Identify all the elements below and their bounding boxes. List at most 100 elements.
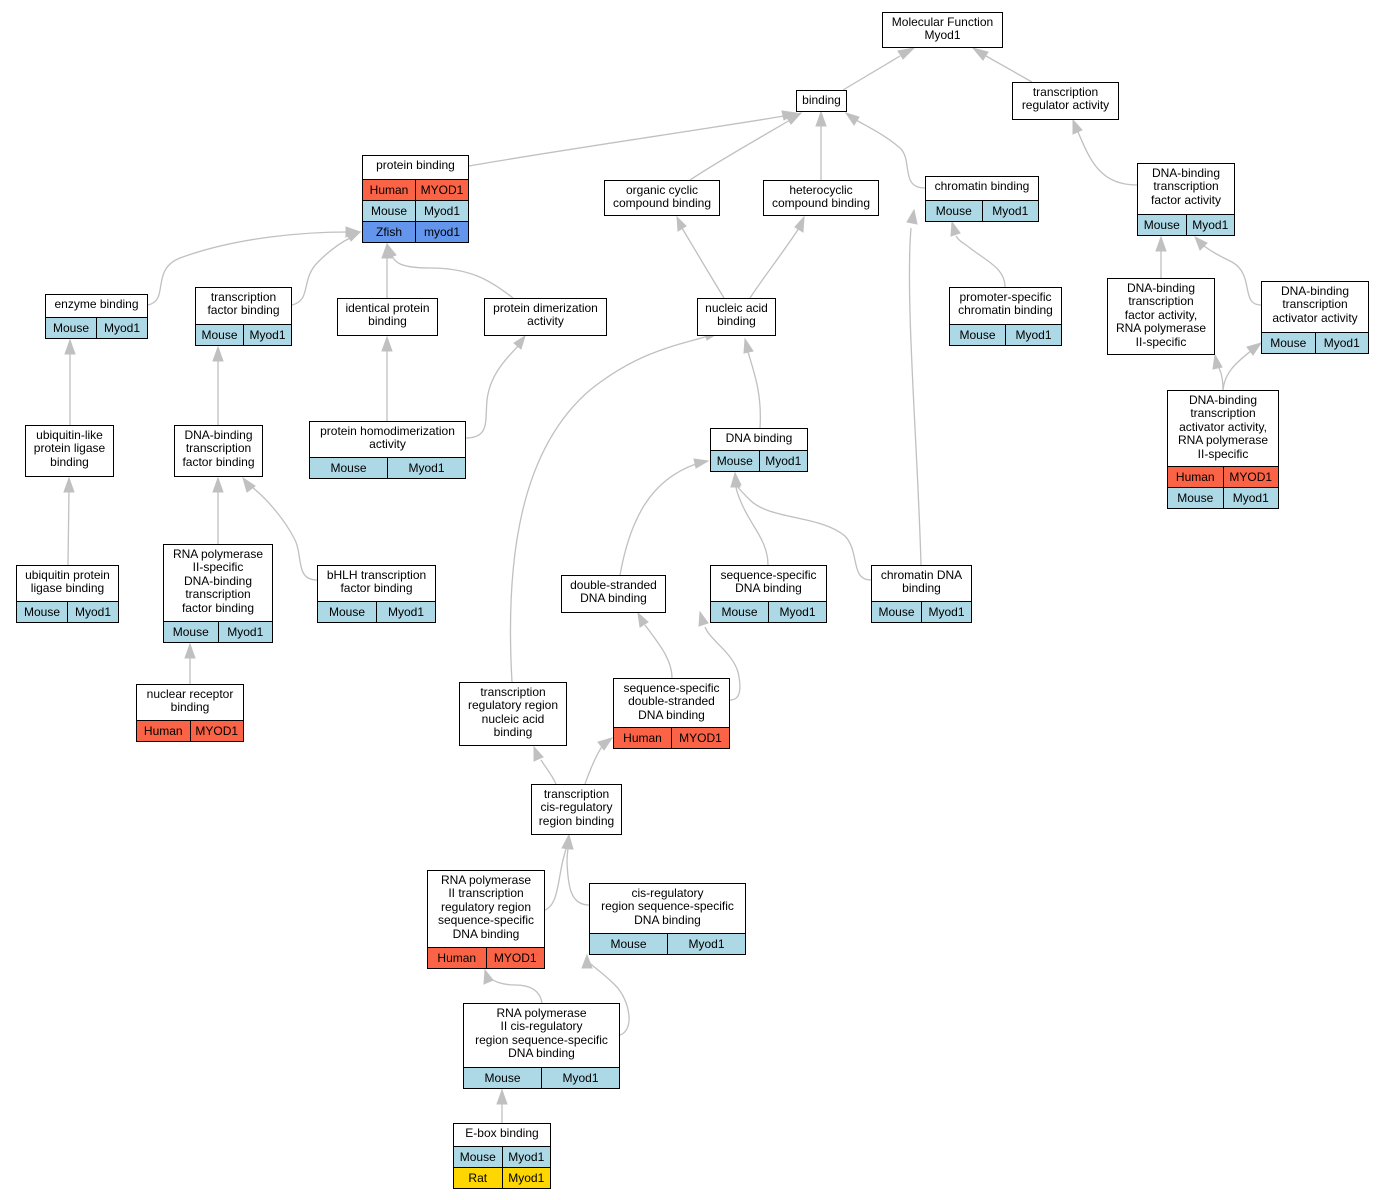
species-cell: Mouse [610,937,647,951]
go-term-label-line: transcription [1153,179,1219,194]
go-term-label-line: region binding [538,813,615,828]
edge-line [855,119,926,189]
gene-cell: Myod1 [243,325,291,345]
go-term-node-bind[interactable]: binding [796,90,847,112]
species-cell: Mouse [330,461,367,475]
go-term-label-line: DNA binding [452,926,520,941]
edge-line [749,227,800,299]
go-term-label-line: compound binding [612,196,712,211]
arrowhead-icon [63,476,75,493]
go-term-label-line: DNA binding [580,591,647,606]
gene-cell: Myod1 [758,451,808,471]
go-term-label-line: factor activity, [1124,307,1198,322]
edge-chb-to-bind [844,112,926,189]
arrowhead-icon [794,215,805,233]
go-term-label-line: sequence-specific [720,568,817,582]
edge-line [465,345,519,439]
arrowhead-icon [950,220,961,237]
species-cell: Mouse [23,605,61,619]
edge-dbtfb-to-tfb [212,345,224,425]
go-term-label: E-box binding [454,1124,550,1146]
gene-cell: Myod1 [96,318,147,338]
go-term-label-line: transcription [1128,294,1194,309]
go-term-label-line: RNA polymerase [496,1006,587,1020]
edge-pscb-to-chb [950,220,1006,288]
go-term-label: DNA binding [711,429,807,450]
go-term-label-line: II-specific [192,560,244,575]
edge-ulpl-to-eb [64,338,76,425]
arrowhead-icon [1072,118,1083,135]
go-term-label-line: RNA polymerase [1115,321,1207,336]
edge-rp2-to-dbtfb [212,476,224,544]
edge-dbtap-to-dbtfp [1212,353,1224,391]
edge-hcb-to-bind [815,110,827,180]
